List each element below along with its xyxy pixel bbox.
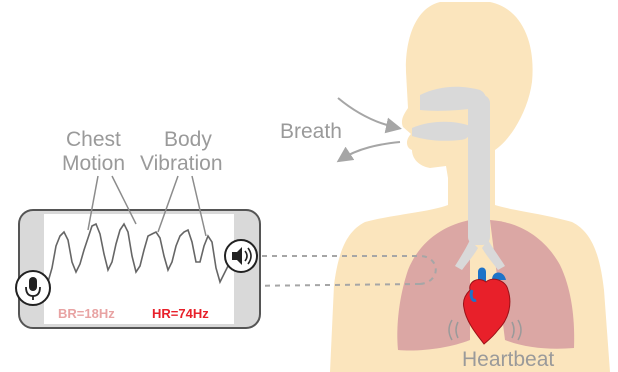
body-label-line1: Body: [164, 128, 212, 151]
phone: BR=18Hz HR=74Hz: [19, 210, 260, 328]
inhale-arrow: [338, 98, 398, 128]
body-label-line2: Vibration: [140, 152, 223, 175]
breath-arrows: [338, 98, 400, 160]
chest-label-line2: Motion: [62, 152, 125, 175]
heartbeat-label: Heartbeat: [462, 348, 554, 371]
trachea: [468, 95, 490, 245]
breath-label: Breath: [280, 120, 342, 143]
chest-label-line1: Chest: [66, 128, 121, 151]
heart-rate: HR=74Hz: [152, 306, 209, 321]
speaker-icon[interactable]: [225, 240, 257, 272]
breath-rate: BR=18Hz: [58, 306, 115, 321]
microphone-icon[interactable]: [16, 271, 50, 305]
exhale-arrow: [340, 142, 400, 160]
